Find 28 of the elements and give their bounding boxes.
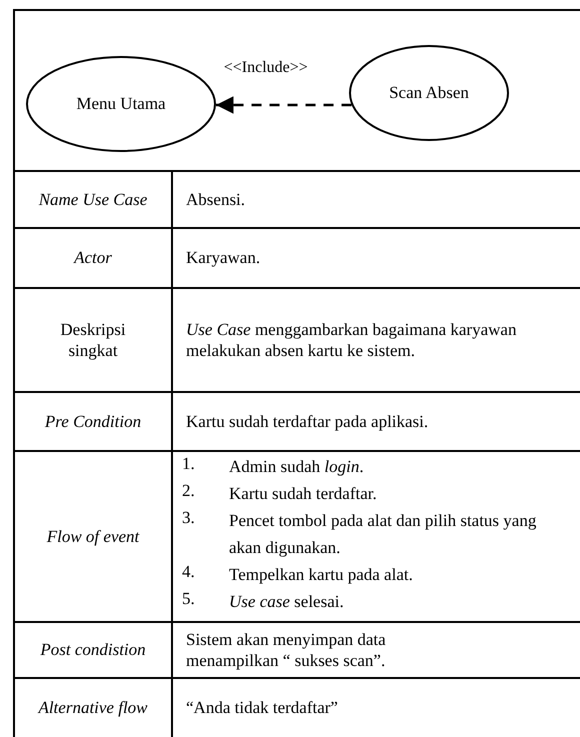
row-header: Alternative flow [38,697,148,719]
row-header: Name Use Case [38,188,148,210]
list-number: 4. [182,561,195,582]
list-number: 2. [182,480,195,502]
row-header: Actor [74,247,112,269]
list-item: Pencet tombol pada alat dan pilih status yang akan digunakan. [229,510,538,559]
row-value: Kartu sudah terdaftar pada aplikasi. [186,410,428,432]
row-value: Karyawan. [186,247,260,269]
list-number: 3. [182,507,195,528]
row-value: Absensi. [186,188,246,210]
list-item: Use case selesai. [229,591,345,613]
list-number: 1. [182,453,195,474]
dashed-arrow [216,96,352,114]
row-value: “Anda tidak terdaftar” [186,697,338,719]
row-header: Pre Condition [44,410,142,432]
row-header: Deskripsi singkat [59,318,127,362]
use-case-label: Scan Absen [388,82,470,104]
use-case-ellipse [26,56,216,152]
row-value: Use Case menggambarkan bagaimana karyawan melakukan absen kartu ke sistem. [186,318,518,362]
list-number: 5. [182,588,195,610]
row-header: Post condistion [40,639,146,661]
row-value: Sistem akan menyimpan data menampilkan “ sukses scan”. [186,628,387,672]
use-case-label: Menu Utama [75,93,167,115]
use-case-ellipse [349,45,509,141]
list-item: Kartu sudah terdaftar. [229,483,378,505]
list-item: Admin sudah login. [229,456,365,478]
list-item: Tempelkan kartu pada alat. [229,564,414,586]
row-header: Flow of event [46,526,140,548]
